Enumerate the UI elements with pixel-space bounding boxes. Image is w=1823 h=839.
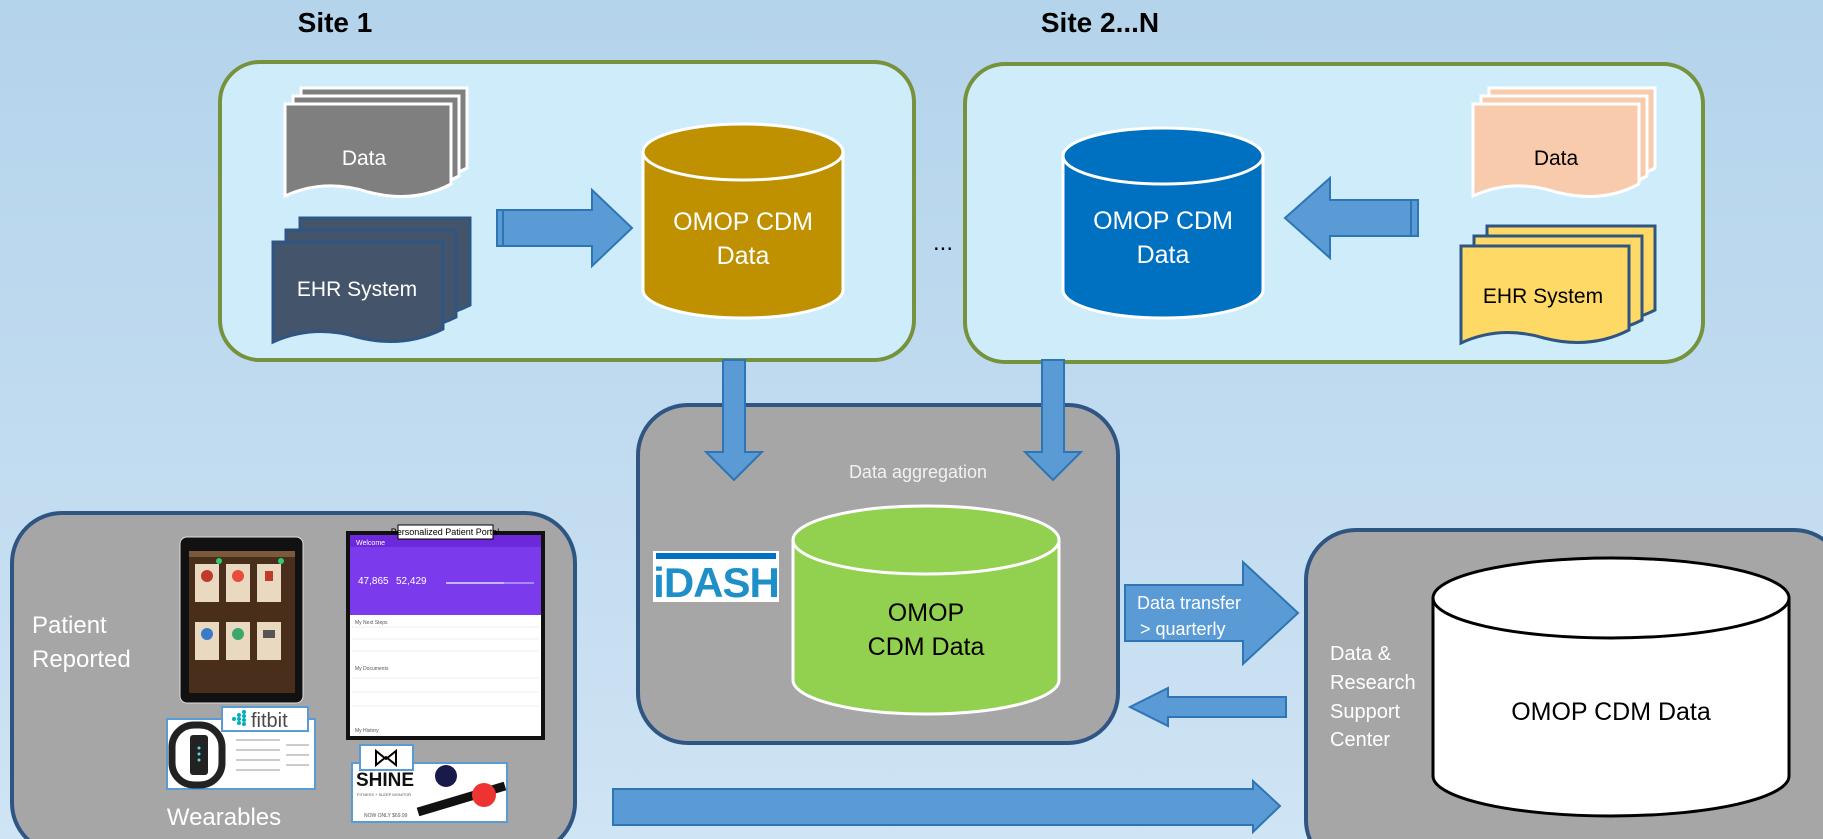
site1-data-document-stack: Data xyxy=(283,86,469,199)
site1-ehr-document-stack: EHR System xyxy=(271,216,472,345)
idash-logo: iDASH xyxy=(653,551,780,606)
site1-title: Site 1 xyxy=(298,7,373,38)
misfit-logo-icon xyxy=(375,748,397,768)
transfer-label-line2: > quarterly xyxy=(1140,619,1226,639)
site1-etl-arrow xyxy=(496,187,634,269)
site2-to-aggregation-arrow xyxy=(1022,359,1084,482)
fitbit-image: fitbit xyxy=(166,706,316,790)
patient-label-line2: Reported xyxy=(32,646,131,673)
shine-image: SHINE FITNESS + SLEEP MONITOR NOW ONLY $… xyxy=(351,744,508,823)
site2-data-label: Data xyxy=(1534,147,1579,170)
research-label-line1: Data & xyxy=(1330,643,1392,665)
patient-to-research-arrow xyxy=(612,778,1282,835)
site1-db-label-line2: Data xyxy=(717,242,770,270)
research-db-label: OMOP CDM Data xyxy=(1511,698,1711,726)
site2-title: Site 2...N xyxy=(1041,7,1159,38)
research-label-line3: Support xyxy=(1330,701,1400,723)
patient-label-line1: Patient xyxy=(32,612,107,639)
site2-ehr-label: EHR System xyxy=(1483,285,1603,308)
portal-stat2: 52,429 xyxy=(396,576,427,587)
portal-section1: My Next Steps xyxy=(355,620,388,626)
research-label-line4: Center xyxy=(1330,729,1390,751)
site2-db-label-line2: Data xyxy=(1137,241,1190,269)
return-arrow xyxy=(1127,686,1287,728)
site2-etl-arrow xyxy=(1283,175,1419,261)
shine-price: NOW ONLY $69.99 xyxy=(364,813,408,819)
aggregation-title: Data aggregation xyxy=(849,462,987,482)
site2-ehr-document-stack: EHR System xyxy=(1459,224,1657,346)
site1-to-aggregation-arrow xyxy=(703,359,765,482)
patient-portal-image: Welcome 47,865 52,429 My Next Steps My D… xyxy=(346,524,545,740)
data-transfer-arrow: Data transfer > quarterly xyxy=(1124,559,1300,667)
research-label-line2: Research xyxy=(1330,672,1416,694)
fitbit-logo-icon xyxy=(232,710,246,726)
site2-db-label-line1: OMOP CDM xyxy=(1093,207,1233,235)
wearables-label: Wearables xyxy=(167,804,281,831)
site1-db-label-line1: OMOP CDM xyxy=(673,208,813,236)
shine-label: SHINE xyxy=(356,770,414,791)
site1-ehr-label: EHR System xyxy=(297,278,417,301)
site1-omop-database: OMOP CDM Data xyxy=(641,122,845,320)
site2-data-document-stack: Data xyxy=(1471,86,1657,199)
aggregation-db-label-line2: CDM Data xyxy=(868,633,985,661)
portal-section2: My Documents xyxy=(355,666,389,672)
fitbit-label: fitbit xyxy=(251,710,288,732)
idash-logo-text: iDASH xyxy=(653,559,779,606)
shine-tagline: FITNESS + SLEEP MONITOR xyxy=(357,792,411,797)
portal-brand: Welcome xyxy=(356,540,385,547)
tablet-app-image xyxy=(179,536,304,704)
aggregation-db-label-line1: OMOP xyxy=(888,599,964,627)
sites-ellipsis: ... xyxy=(933,229,953,256)
research-omop-database: OMOP CDM Data xyxy=(1431,556,1791,818)
site2-omop-database: OMOP CDM Data xyxy=(1061,126,1265,320)
aggregation-omop-database: OMOP CDM Data xyxy=(791,504,1061,716)
site1-data-label: Data xyxy=(342,147,387,170)
portal-stat1: 47,865 xyxy=(358,576,389,587)
portal-title: Personalized Patient Portal xyxy=(391,527,500,537)
transfer-label-line1: Data transfer xyxy=(1137,593,1241,613)
portal-section3: My History xyxy=(355,728,379,734)
